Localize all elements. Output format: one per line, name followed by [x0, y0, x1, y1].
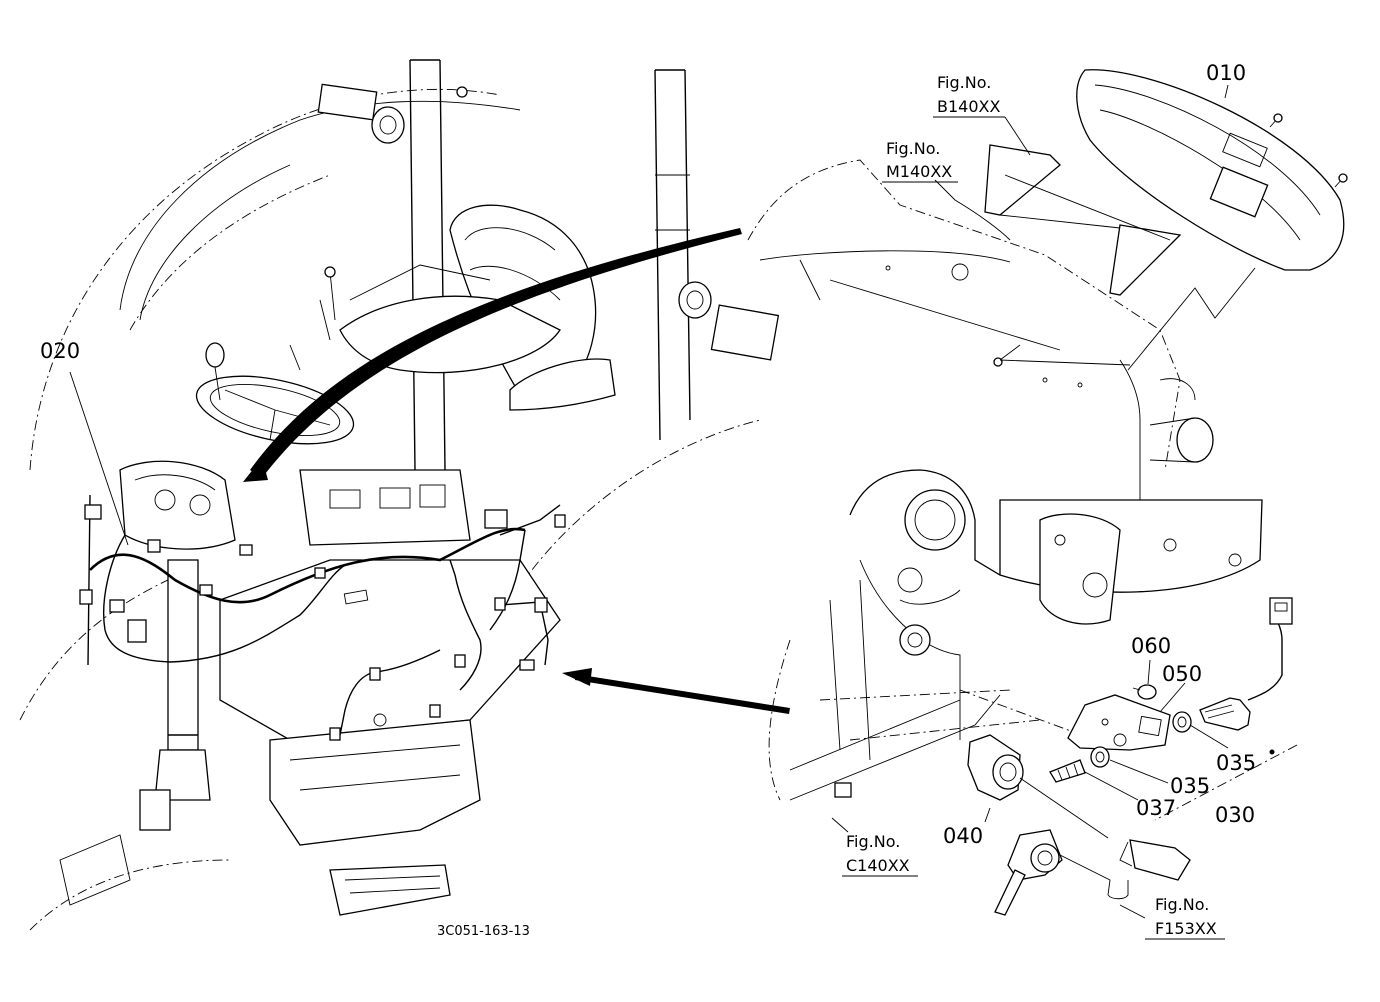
svg-text:M140XX: M140XX [886, 162, 952, 181]
fig-ref-b140: Fig.No. B140XX [933, 73, 1005, 118]
label-040: 040 [943, 824, 983, 848]
svg-text:Fig.No.: Fig.No. [886, 139, 940, 158]
label-060: 060 [1131, 634, 1171, 658]
figure-references: Fig.No. B140XX Fig.No. M140XX Fig.No. C1… [842, 73, 1225, 940]
label-020: 020 [40, 339, 80, 363]
callout-arrows [243, 228, 790, 714]
svg-text:B140XX: B140XX [937, 97, 1000, 116]
drawing-code: 3C051-163-13 [437, 924, 530, 939]
tractor-cab-view [19, 59, 780, 931]
label-030: 030 [1215, 803, 1255, 827]
label-035-upper: 035 [1216, 751, 1256, 775]
label-037: 037 [1136, 796, 1176, 820]
fig-ref-m140: Fig.No. M140XX [882, 139, 958, 183]
svg-text:Fig.No.: Fig.No. [846, 832, 900, 851]
label-035-lower: 035 [1170, 774, 1210, 798]
label-050: 050 [1162, 662, 1202, 686]
part-labels: 010 020 060 050 035 035 037 030 040 [40, 61, 1256, 848]
sensor-detail-view [768, 469, 1298, 919]
fig-ref-c140: Fig.No. C140XX [842, 832, 918, 877]
svg-text:Fig.No.: Fig.No. [937, 73, 991, 92]
label-010: 010 [1206, 61, 1246, 85]
fig-ref-f153: Fig.No. F153XX [1145, 895, 1225, 940]
svg-text:Fig.No.: Fig.No. [1155, 895, 1209, 914]
svg-text:F153XX: F153XX [1155, 919, 1217, 938]
svg-text:C140XX: C140XX [846, 856, 910, 875]
meter-panel-view [747, 69, 1348, 500]
